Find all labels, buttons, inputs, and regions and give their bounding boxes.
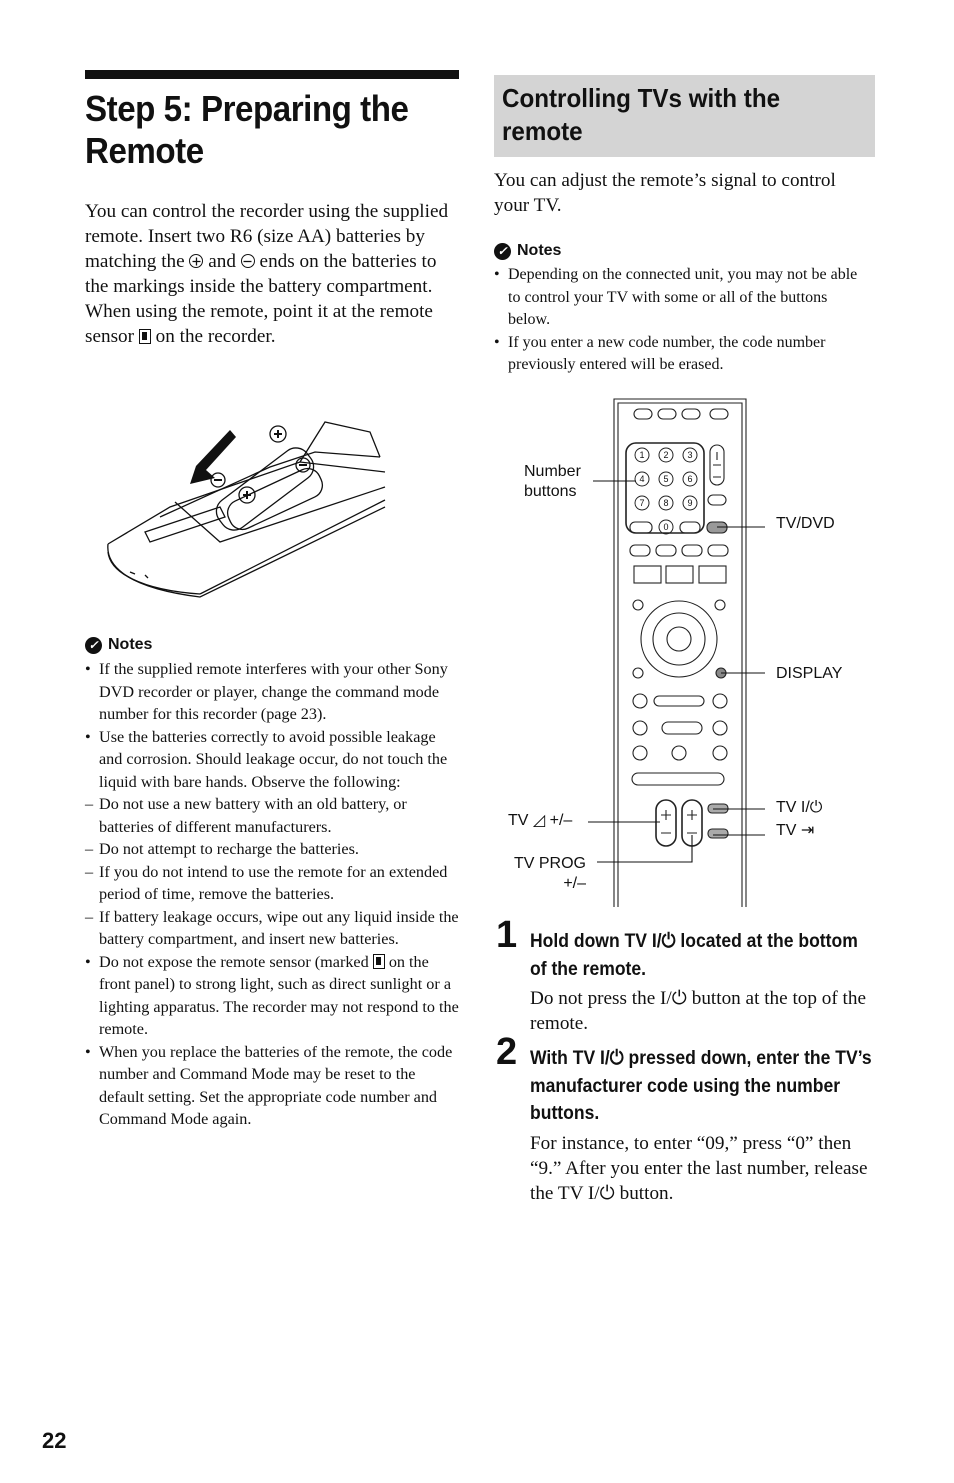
notes-heading: ✓ Notes (85, 636, 459, 654)
label-line: +/– (563, 875, 586, 892)
section-header-box (494, 75, 875, 157)
intro-paragraph: You can control the recorder using the s… (85, 199, 459, 349)
section-intro: You can adjust the remote’s signal to co… (494, 170, 836, 216)
label-line: buttons (524, 483, 577, 500)
notes-heading: ✓ Notes (494, 242, 872, 260)
step-1-number: 1 (496, 914, 518, 956)
digit-label: 8 (663, 498, 668, 508)
remote-sensor-icon (372, 953, 385, 969)
battery-insertion-illustration (107, 421, 386, 598)
digit-label: 0 (663, 522, 668, 532)
step-1: Hold down TV I/⏻ located at the bottom o… (530, 928, 875, 1036)
sub-list: Do not use a new battery with an old bat… (85, 793, 459, 951)
digit-label: 2 (663, 450, 668, 460)
list-item: Do not use a new battery with an old bat… (85, 793, 459, 838)
notes-title: Notes (517, 242, 562, 259)
label-number-buttons: Number buttons (524, 462, 581, 502)
list-item: Do not expose the remote sensor (marked … (85, 951, 459, 1041)
digit-label: 9 (687, 498, 692, 508)
digit-label: 4 (639, 474, 644, 484)
section-title: Controlling TVs with the remote (502, 83, 781, 146)
notes-title: Notes (108, 636, 153, 653)
intro-text-1: You can control the recorder using the s… (85, 201, 449, 272)
notes-list: If the supplied remote interferes with y… (85, 658, 459, 1131)
list-item: If the supplied remote interferes with y… (85, 658, 459, 726)
label-tv-power: TV I/⏻ (776, 799, 823, 816)
digit-label: 7 (639, 498, 644, 508)
step-2: With TV I/⏻ pressed down, enter the TV’s… (530, 1045, 875, 1206)
digit-label: 5 (663, 474, 668, 484)
plus-terminal-icon (189, 254, 204, 268)
note-text: Do not expose the remote sensor (marked (99, 952, 373, 971)
step-1-body: Do not press the I/⏻ button at the top o… (530, 988, 866, 1034)
list-item: Do not attempt to recharge the batteries… (85, 838, 459, 861)
intro-text-2: ends on the batteries to the markings in… (85, 251, 437, 347)
label-display: DISPLAY (776, 665, 843, 682)
right-notes: ✓ Notes Depending on the connected unit,… (494, 242, 872, 377)
intro-text-3: on the recorder. (150, 326, 276, 347)
digit-label: 6 (687, 474, 692, 484)
label-tv-volume: TV ◿ +/– (508, 812, 573, 829)
callout-lines (588, 480, 765, 863)
step-2-heading: With TV I/⏻ pressed down, enter the TV’s… (530, 1047, 872, 1124)
page-number: 22 (42, 1428, 67, 1453)
note-text: on the front panel) to strong light, suc… (99, 952, 459, 1039)
left-notes: ✓ Notes If the supplied remote interfere… (85, 636, 459, 1131)
list-item: When you replace the batteries of the re… (85, 1041, 459, 1131)
title-rule (85, 70, 459, 79)
step-2-number: 2 (496, 1031, 518, 1073)
label-tv-input: TV ⇥ (776, 822, 815, 839)
list-item: If you do not intend to use the remote f… (85, 861, 459, 906)
page-title: Step 5: Preparing the Remote (85, 88, 409, 171)
intro-text-and: and (203, 251, 241, 272)
remote-control-diagram: 1 2 3 4 5 6 7 8 9 0 (613, 398, 747, 907)
label-tv-dvd: TV/DVD (776, 515, 835, 532)
label-tv-prog: TV PROG +/– (508, 854, 586, 894)
notes-icon: ✓ (494, 242, 511, 260)
digit-label: 1 (639, 450, 644, 460)
list-item: Depending on the connected unit, you may… (494, 264, 872, 332)
minus-terminal-icon (240, 254, 255, 268)
notes-icon: ✓ (85, 636, 102, 654)
step-1-heading: Hold down TV I/⏻ located at the bottom o… (530, 930, 858, 980)
list-item: If battery leakage occurs, wipe out any … (85, 906, 459, 951)
step-2-body: For instance, to enter “09,” press “0” t… (530, 1132, 868, 1204)
note-text: Use the batteries correctly to avoid pos… (99, 727, 448, 791)
digit-label: 3 (687, 450, 692, 460)
label-line: TV PROG (513, 855, 586, 872)
list-item: If you enter a new code number, the code… (494, 332, 872, 377)
label-line: Number (524, 463, 581, 480)
notes-list: Depending on the connected unit, you may… (494, 264, 872, 377)
list-item: Use the batteries correctly to avoid pos… (85, 726, 459, 951)
remote-sensor-icon (138, 329, 151, 344)
